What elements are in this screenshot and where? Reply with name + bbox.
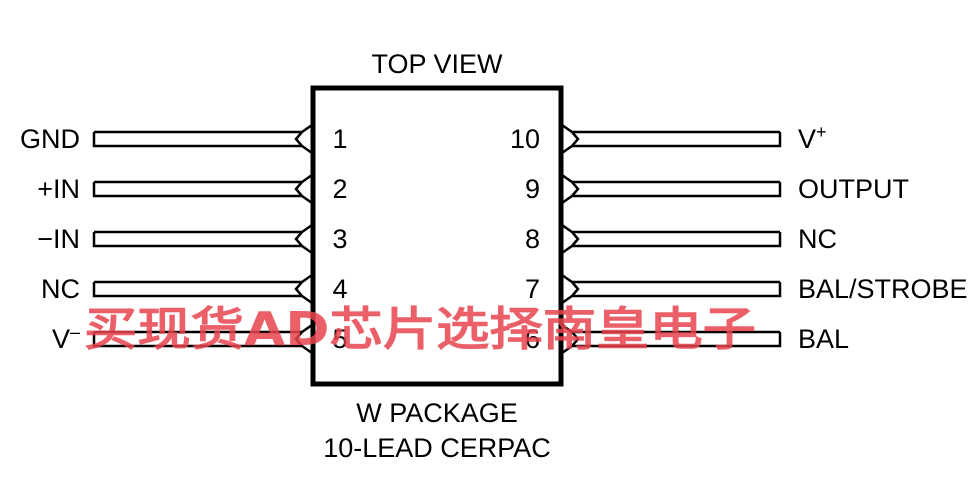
top-view-label: TOP VIEW: [371, 49, 503, 79]
pin-2: 2 +IN: [37, 173, 348, 205]
pin-1-lead: [92, 123, 313, 155]
pin-5: 5 V–: [52, 322, 348, 355]
pin-1-name: GND: [20, 124, 80, 154]
pin-6-lead: [561, 323, 782, 355]
pin-5-superscript: –: [70, 322, 80, 342]
pin-10-superscript: +: [816, 122, 827, 142]
pin-9-number: 9: [525, 174, 540, 204]
pin-4: 4 NC: [41, 273, 348, 305]
pin-10-number: 10: [510, 124, 540, 154]
pin-10-name: V+: [798, 122, 827, 154]
pin-4-name: NC: [41, 274, 80, 304]
pin-8: 8 NC: [525, 223, 837, 255]
pin-1-number: 1: [332, 124, 347, 154]
pin-1: 1 GND: [20, 123, 348, 155]
pin-6-name: BAL: [798, 324, 849, 354]
pin-3-name: −IN: [37, 224, 80, 254]
pin-8-name: NC: [798, 224, 837, 254]
pin-6: 6 BAL: [525, 323, 849, 355]
pin-9-name: OUTPUT: [798, 174, 909, 204]
pin-2-lead: [92, 173, 313, 205]
package-type: 10-LEAD CERPAC: [323, 433, 551, 463]
pin-7-name: BAL/STROBE: [798, 274, 968, 304]
watermark: 买现货AD芯片选择南皇电子: [84, 302, 756, 356]
package-body: [310, 85, 564, 387]
pin-9-lead: [561, 173, 782, 205]
pin-5-number: 5: [332, 324, 347, 354]
pin-9: 9 OUTPUT: [525, 173, 909, 205]
pin-4-number: 4: [332, 274, 347, 304]
pin-6-number: 6: [525, 324, 540, 354]
pin-2-name: +IN: [37, 174, 80, 204]
pin-7-lead: [561, 273, 782, 305]
pin-7-number: 7: [525, 274, 540, 304]
pin-3-lead: [92, 223, 313, 255]
pin-4-lead: [92, 273, 313, 305]
pin-3: 3 −IN: [37, 223, 348, 255]
pin-2-number: 2: [332, 174, 347, 204]
package-name: W PACKAGE: [356, 398, 518, 428]
pin-8-number: 8: [525, 224, 540, 254]
pin-3-number: 3: [332, 224, 347, 254]
pin-10-lead: [561, 123, 782, 155]
pin-7: 7 BAL/STROBE: [525, 273, 968, 305]
pin-8-lead: [561, 223, 782, 255]
pin-5-lead: [92, 323, 313, 355]
pin-10: 10 V+: [510, 122, 827, 155]
pin-5-name: V–: [52, 322, 80, 354]
